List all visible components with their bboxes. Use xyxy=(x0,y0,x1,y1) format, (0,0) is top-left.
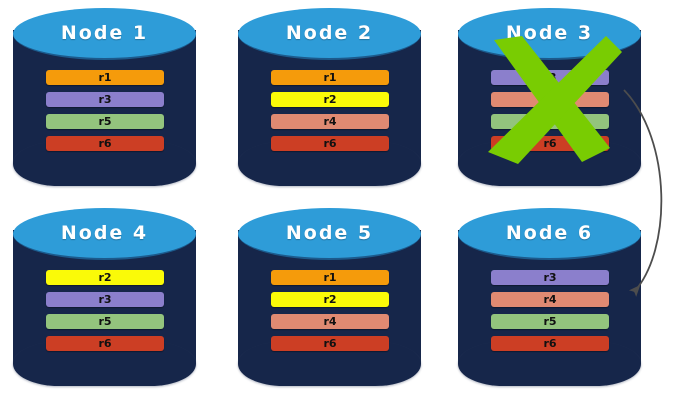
replica-row[interactable]: r2 xyxy=(271,92,389,107)
replica-row[interactable]: r2 xyxy=(271,292,389,307)
replica-row[interactable]: r1 xyxy=(46,70,164,85)
cylinder-top xyxy=(238,8,421,60)
cylinder-top xyxy=(13,8,196,60)
replica-row-list: r1 r2 r4 r6 xyxy=(271,70,389,158)
replica-row[interactable]: r3 xyxy=(46,92,164,107)
replica-row-list: r3 r4 r5 r6 xyxy=(491,270,609,358)
replica-row[interactable]: r1 xyxy=(271,70,389,85)
cylinder-top xyxy=(458,208,641,260)
replica-row[interactable]: r3 xyxy=(491,70,609,85)
replica-row-list: r3 r4 r5 r6 xyxy=(491,70,609,158)
replica-row-list: r2 r3 r5 r6 xyxy=(46,270,164,358)
replica-row[interactable]: r2 xyxy=(46,270,164,285)
replica-row[interactable]: r6 xyxy=(491,336,609,351)
replica-row[interactable]: r5 xyxy=(46,314,164,329)
replica-row[interactable]: r4 xyxy=(491,292,609,307)
replica-row[interactable]: r6 xyxy=(271,136,389,151)
replica-row[interactable]: r4 xyxy=(271,114,389,129)
replica-row[interactable]: r3 xyxy=(491,270,609,285)
replica-row[interactable]: r4 xyxy=(271,314,389,329)
cylinder-top xyxy=(13,208,196,260)
replica-row-list: r1 r3 r5 r6 xyxy=(46,70,164,158)
replica-row[interactable]: r6 xyxy=(491,136,609,151)
replica-row-list: r1 r2 r4 r6 xyxy=(271,270,389,358)
replica-row[interactable]: r5 xyxy=(491,114,609,129)
replica-row[interactable]: r5 xyxy=(491,314,609,329)
cylinder-top xyxy=(458,8,641,60)
replica-row[interactable]: r6 xyxy=(46,336,164,351)
replica-row[interactable]: r6 xyxy=(271,336,389,351)
replica-row[interactable]: r3 xyxy=(46,292,164,307)
replica-row[interactable]: r6 xyxy=(46,136,164,151)
replica-row[interactable]: r5 xyxy=(46,114,164,129)
replica-row[interactable]: r4 xyxy=(491,92,609,107)
replica-row[interactable]: r1 xyxy=(271,270,389,285)
cylinder-top xyxy=(238,208,421,260)
